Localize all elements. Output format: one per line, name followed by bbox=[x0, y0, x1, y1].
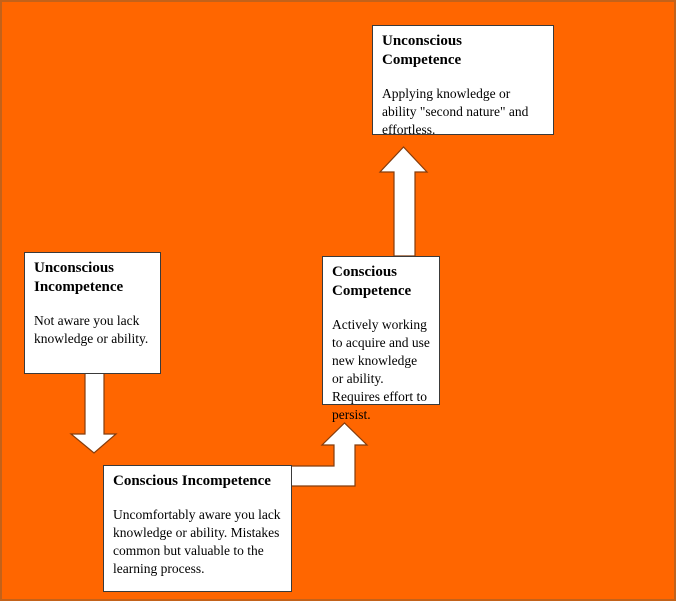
down-arrow-icon bbox=[69, 372, 118, 454]
up-arrow-icon bbox=[378, 146, 429, 257]
stage-title: Conscious Competence bbox=[332, 264, 412, 300]
stage-description: Applying knowledge or ability "second na… bbox=[382, 86, 529, 137]
stage-box-unconscious-incompetence: Unconscious Incompetence Not aware you l… bbox=[24, 252, 161, 374]
stage-description: Uncomfortably aware you lack knowledge o… bbox=[113, 507, 281, 576]
stage-description: Actively working to acquire and use new … bbox=[332, 317, 430, 422]
stage-title: Unconscious Incompetence bbox=[34, 260, 124, 296]
bent-up-arrow-icon bbox=[290, 422, 369, 487]
stage-box-unconscious-competence: Unconscious Competence Applying knowledg… bbox=[372, 25, 554, 137]
stage-title: Unconscious Competence bbox=[382, 33, 463, 69]
stage-box-conscious-incompetence: Conscious Incompetence Uncomfortably awa… bbox=[103, 465, 292, 592]
stage-box-conscious-competence: Conscious Competence Actively working to… bbox=[322, 256, 440, 422]
stage-title: Conscious Incompetence bbox=[113, 473, 271, 489]
stage-description: Not aware you lack knowledge or ability. bbox=[34, 313, 149, 347]
